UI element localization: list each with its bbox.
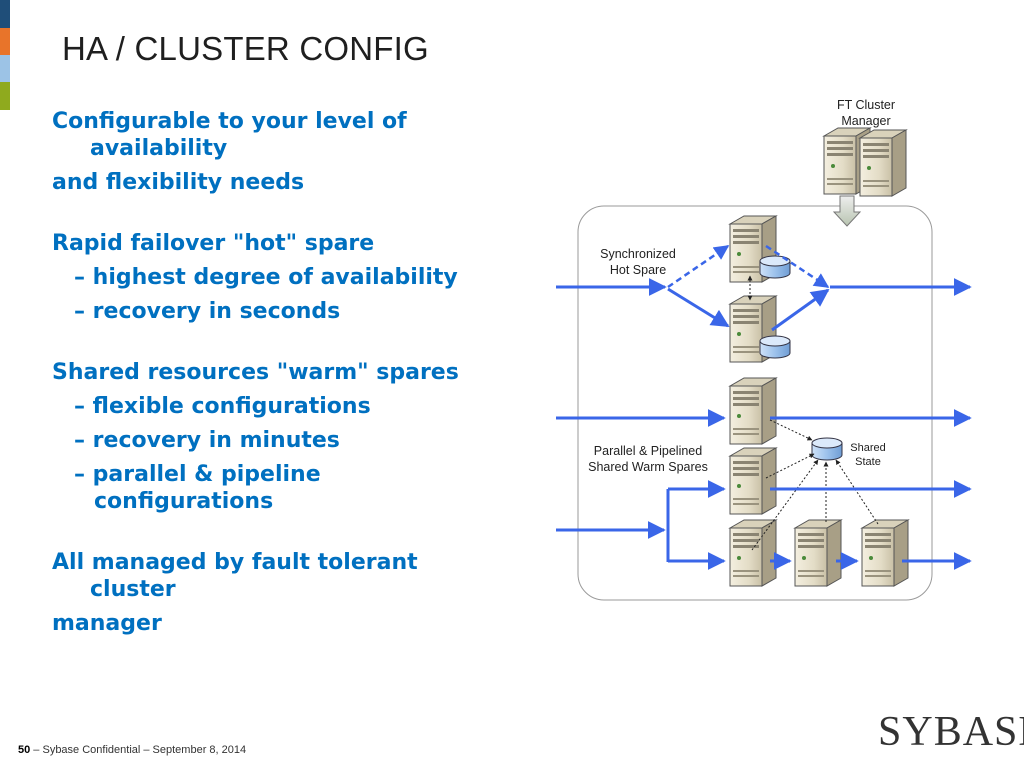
pipeline-server-icon [729, 519, 777, 587]
shared-state-database-icon [811, 437, 843, 461]
sub-bullet-minutes: – recovery in minutes [52, 427, 482, 454]
pipeline-server-icon [794, 519, 842, 587]
ft-manager-label: Manager [841, 114, 890, 128]
page-number: 50 [18, 744, 31, 756]
bullet-manager: manager [52, 611, 162, 636]
dash: – [74, 299, 85, 324]
database-icon [759, 335, 791, 359]
bullet-configurable: Configurable to your level of availabili… [52, 108, 482, 162]
sub-bullet-text: flexible configurations [92, 394, 371, 419]
accent-segment [0, 55, 10, 82]
sub-bullet-text: configurations [94, 489, 274, 514]
ft-manager-server-icon [859, 129, 907, 197]
warm-spares-label: Shared Warm Spares [588, 460, 708, 474]
warm-server-icon [729, 377, 777, 445]
sub-bullet-seconds: – recovery in seconds [52, 298, 482, 325]
hot-spare-label: Synchronized [600, 247, 676, 261]
shared-state-label: State [855, 456, 881, 468]
dash: – [74, 265, 85, 290]
dash: – [74, 394, 85, 419]
bullet-text: availability [90, 136, 228, 161]
down-arrow-icon [832, 195, 862, 227]
shared-state-label: Shared [850, 442, 885, 454]
flow-arrow [771, 288, 830, 332]
sub-bullet-flexible: – flexible configurations [52, 393, 482, 420]
hot-spare-label: Hot Spare [610, 263, 666, 277]
bullet-text: Configurable to your level of [52, 109, 407, 134]
dash: – [74, 428, 85, 453]
flow-arrow [667, 244, 730, 289]
flow-arrow [667, 287, 730, 328]
bullet-text: All managed by fault tolerant [52, 550, 418, 575]
ft-manager-label: FT Cluster [837, 98, 895, 112]
dash: – [74, 462, 85, 487]
sybase-logo: SYBASE [878, 709, 1024, 755]
pipeline-server-icon [861, 519, 909, 587]
bullet-flexibility: and flexibility needs [52, 170, 305, 195]
sub-bullet-text: recovery in seconds [92, 299, 341, 324]
footer: 50 – Sybase Confidential – September 8, … [18, 744, 246, 756]
sub-bullet-text: parallel & pipeline [92, 462, 321, 487]
accent-segment [0, 28, 10, 55]
bullet-rapid-failover: Rapid failover "hot" spare [52, 231, 375, 256]
flow-arrow [765, 244, 830, 289]
warm-server-icon [729, 447, 777, 515]
bullet-list: Configurable to your level of availabili… [52, 108, 482, 637]
bullet-text: cluster [90, 577, 176, 602]
shared-link [751, 459, 819, 551]
cluster-boundary [577, 205, 933, 601]
sub-bullet-availability: – highest degree of availability [52, 264, 482, 291]
accent-segment [0, 0, 10, 28]
accent-segment [0, 82, 10, 110]
slide-title: HA / CLUSTER CONFIG [62, 30, 429, 67]
sub-bullet-text: highest degree of availability [92, 265, 458, 290]
sub-bullet-text: recovery in minutes [92, 428, 340, 453]
shared-link [765, 453, 815, 479]
footer-text: – Sybase Confidential – September 8, 201… [30, 744, 247, 756]
bullet-shared-resources: Shared resources "warm" spares [52, 360, 459, 385]
bullet-managed: All managed by fault tolerant cluster [52, 549, 482, 603]
shared-link [835, 459, 879, 525]
warm-spares-label: Parallel & Pipelined [594, 444, 702, 458]
